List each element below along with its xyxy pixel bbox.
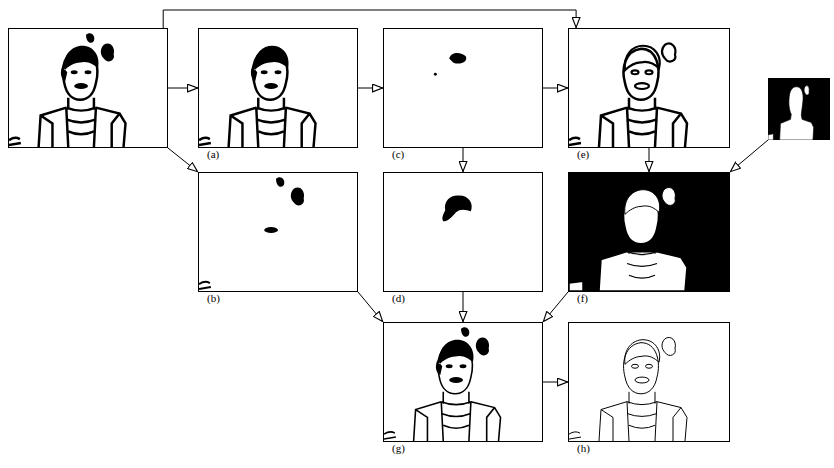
panel-illustration <box>199 29 357 147</box>
panel-illustration <box>768 78 830 140</box>
illustration-part <box>625 337 676 383</box>
image-panel: (c) <box>383 28 543 148</box>
illustration-part <box>61 46 99 81</box>
illustration-part <box>436 340 474 375</box>
flow-arrow <box>163 10 576 28</box>
illustration-part <box>569 173 729 291</box>
illustration-part <box>442 196 471 222</box>
illustration-part <box>569 49 687 147</box>
image-panel: (b) <box>198 172 358 292</box>
illustration-part <box>261 70 282 89</box>
image-panel: (e) <box>568 28 730 148</box>
panel-label: (b) <box>207 292 220 304</box>
flow-arrow <box>463 292 464 322</box>
flow-arrow <box>358 292 383 322</box>
panel-illustration <box>9 29 167 147</box>
panel-illustration <box>384 29 542 147</box>
image-panel: (g) <box>383 322 543 442</box>
illustration-part <box>71 70 92 89</box>
panel-label: (c) <box>392 148 404 160</box>
panel-label: (a) <box>207 148 219 160</box>
illustration-part <box>768 78 830 140</box>
panel-label: (g) <box>392 442 405 454</box>
illustration-part <box>434 53 466 76</box>
illustration-part <box>86 33 114 61</box>
panel-illustration <box>384 173 542 291</box>
corner-mark <box>199 282 211 289</box>
panel-illustration <box>199 173 357 291</box>
flow-arrow <box>543 382 568 383</box>
flow-arrow <box>358 88 383 89</box>
illustration-part <box>276 177 304 205</box>
image-panel: (d) <box>383 172 543 292</box>
illustration-part <box>461 327 489 355</box>
panel-illustration <box>569 323 729 441</box>
illustration-part <box>446 364 467 383</box>
image-panel: (f) <box>568 172 730 292</box>
flow-arrow <box>543 88 568 89</box>
panel-illustration <box>384 323 542 441</box>
panel-label: (e) <box>577 148 589 160</box>
panel-illustration <box>569 173 729 291</box>
panel-illustration <box>569 29 729 147</box>
image-panel <box>768 78 830 140</box>
flow-arrow <box>730 140 768 172</box>
panel-label: (h) <box>577 442 590 454</box>
flow-arrow <box>649 148 650 172</box>
flow-arrow <box>463 148 464 172</box>
flow-arrow <box>168 148 198 172</box>
illustration-part <box>625 43 676 89</box>
image-panel: (a) <box>198 28 358 148</box>
flow-arrow <box>168 88 198 89</box>
image-panel <box>8 28 168 148</box>
illustration-part <box>264 227 278 233</box>
illustration-part <box>251 46 289 81</box>
illustration-part <box>569 343 687 441</box>
panel-label: (d) <box>392 292 405 304</box>
image-panel: (h) <box>568 322 730 442</box>
panel-label: (f) <box>577 292 588 304</box>
flow-arrow <box>543 292 568 322</box>
